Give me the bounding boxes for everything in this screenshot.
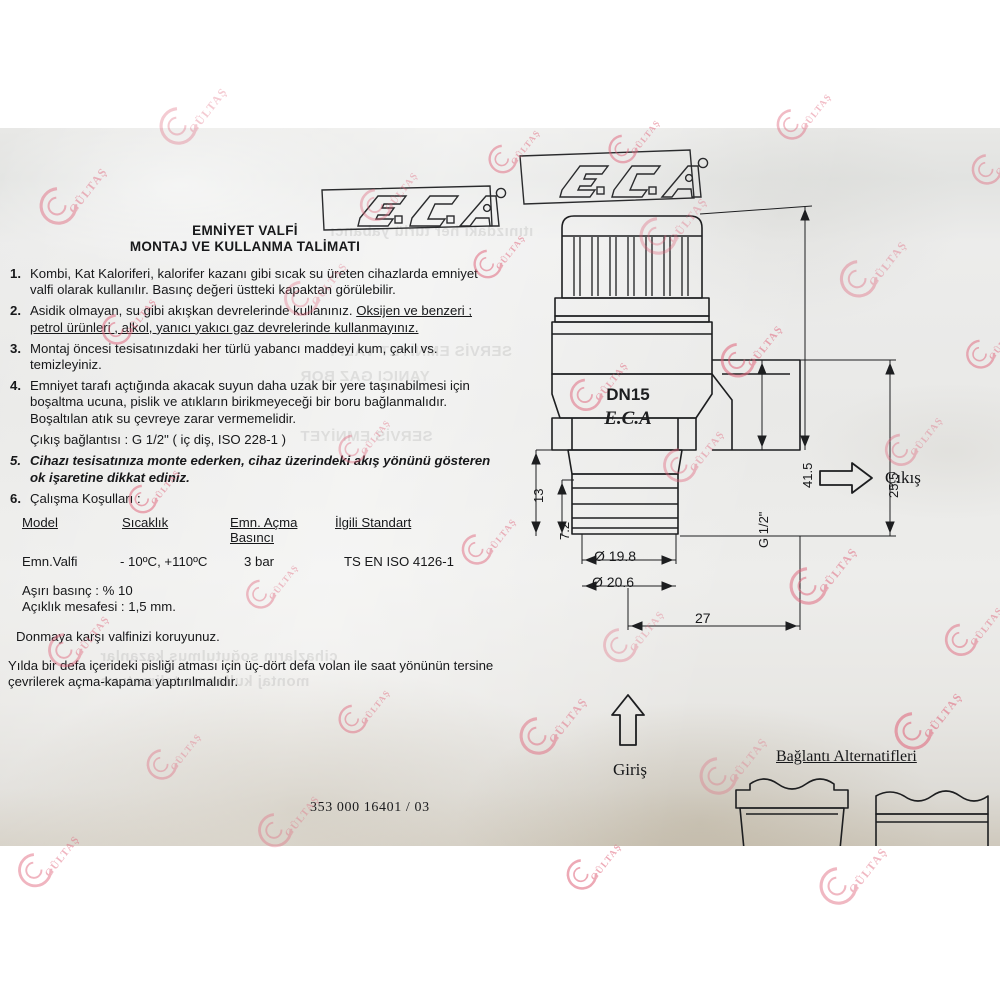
- table-row: Emn.Valfi - 10ºC, +110ºC 3 bar TS EN ISO…: [22, 554, 500, 569]
- cell-standard: TS EN ISO 4126-1: [344, 553, 454, 569]
- item-number: 2.: [10, 303, 21, 319]
- document-code: 353 000 16401 / 03: [310, 800, 430, 815]
- item-text: Asidik olmayan, su gibi akışkan devreler…: [30, 303, 353, 319]
- gultas-mark-text: GÜLTAŞ: [846, 845, 891, 897]
- body-marking-dn: DN15: [606, 385, 649, 404]
- spec-clearance: Açıklık mesafesi : 1,5 mm.: [22, 599, 176, 615]
- inlet-arrow-icon: [611, 694, 645, 746]
- dimension-72: 7.2: [557, 521, 572, 540]
- item-number: 4.: [10, 378, 21, 394]
- outlet-connection-note: Çıkış bağlantısı : G 1/2" ( iç diş, ISO …: [30, 431, 287, 447]
- gultas-watermark: GÜLTAŞ: [811, 837, 902, 919]
- instruction-item: 4. Emniyet tarafı açtığında akacak suyun…: [0, 378, 500, 427]
- eca-logo-box-secondary: [519, 149, 709, 205]
- alternative-internal-thread-drawing: [875, 790, 989, 846]
- column-header-standard: İlgili Standart: [335, 514, 412, 530]
- item-number: 3.: [10, 340, 21, 356]
- outlet-label: Çıkış: [885, 468, 921, 487]
- instruction-item: 5. Cihazı tesisatınıza monte ederken, ci…: [0, 453, 500, 485]
- item-text: Yılda bir defa içerideki pisliği atması …: [8, 658, 494, 690]
- dimension-13: 13: [531, 488, 546, 503]
- body-marking-brand: E.C.A: [603, 408, 652, 429]
- gultas-mark-icon: [560, 852, 604, 896]
- alternatives-title: Bağlantı Alternatifleri: [776, 748, 917, 765]
- item-text: Çalışma Koşulları :: [30, 490, 141, 506]
- item-number: 5.: [10, 453, 21, 469]
- item-text: Emniyet tarafı açtığında akacak suyun da…: [30, 378, 470, 426]
- instruction-item: 7. Donmaya karşı valfinizi koruyunuz.: [0, 629, 500, 645]
- valve-drawing-svg: DN15 E.C.A: [531, 205, 896, 631]
- gultas-mark-text: GÜLTAŞ: [588, 841, 624, 883]
- item-number: 6.: [10, 490, 21, 506]
- instruction-item: 2. Asidik olmayan, su gibi akışkan devre…: [0, 303, 500, 335]
- page-title: EMNİYET VALFİ MONTAJ VE KULLANMA TALİMAT…: [129, 223, 361, 254]
- item-text: Kombi, Kat Kaloriferi, kalorifer kazanı …: [30, 266, 478, 298]
- document-sheet: ıtınızdaki her türlü yabancı SERVİS EMNİ…: [0, 128, 1000, 846]
- technical-drawing: DN15 E.C.A: [500, 128, 1000, 846]
- column-header-temperature: Sıcaklık: [122, 514, 169, 530]
- gultas-mark-icon: [11, 846, 60, 895]
- table-header-row: Model Sıcaklık Emn. Açma İlgili Standart: [22, 515, 500, 530]
- cell-temperature: - 10ºC, +110ºC: [120, 553, 208, 569]
- instruction-item: 6. Çalışma Koşulları :: [0, 491, 500, 507]
- item-text: Cihazı tesisatınıza monte ederken, cihaz…: [30, 453, 491, 485]
- column-header-opening-pressure-sub: Basıncı: [230, 529, 274, 545]
- spec-overpressure: Aşırı basınç : % 10: [22, 582, 133, 598]
- gultas-mark-icon: [811, 859, 866, 913]
- instruction-text-column: EMNİYET VALFİ MONTAJ VE KULLANMA TALİMAT…: [0, 223, 500, 696]
- dimension-diameter-inner: Ø 19.8: [594, 548, 637, 564]
- dimension-27: 27: [695, 610, 711, 626]
- gultas-mark-text: GÜLTAŞ: [798, 91, 834, 133]
- cell-model: Emn.Valfi: [22, 553, 78, 569]
- instruction-item: 3. Montaj öncesi tesisatınızdaki her tür…: [0, 341, 500, 373]
- conditions-table: Model Sıcaklık Emn. Açma İlgili Standart…: [0, 515, 500, 569]
- alternative-external-thread-drawing: [735, 778, 849, 846]
- item-text: Montaj öncesi tesisatınızdaki her türlü …: [30, 340, 438, 373]
- instruction-item: 1. Kombi, Kat Kaloriferi, kalorifer kaza…: [0, 266, 500, 298]
- item-text: Donmaya karşı valfinizi koruyunuz.: [16, 628, 220, 644]
- cell-pressure: 3 bar: [244, 553, 275, 569]
- column-header-model: Model: [22, 514, 58, 530]
- item-number: 1.: [10, 266, 21, 281]
- eca-logo-boxes: [321, 185, 507, 231]
- inlet-label: Giriş: [613, 760, 647, 779]
- instruction-item: 8. Yılda bir defa içerideki pisliği atma…: [0, 658, 500, 690]
- dimension-height-total: 41.5: [800, 462, 815, 488]
- dimension-outlet-thread: G 1/2": [756, 511, 771, 548]
- dimension-diameter-outer: Ø 20.6: [592, 574, 635, 590]
- column-header-opening-pressure: Emn. Açma: [230, 514, 298, 530]
- item-text-underlined: Oksijen ve benzeri ; petrol ürünleri , a…: [30, 303, 473, 335]
- outlet-arrow-icon: [819, 462, 873, 494]
